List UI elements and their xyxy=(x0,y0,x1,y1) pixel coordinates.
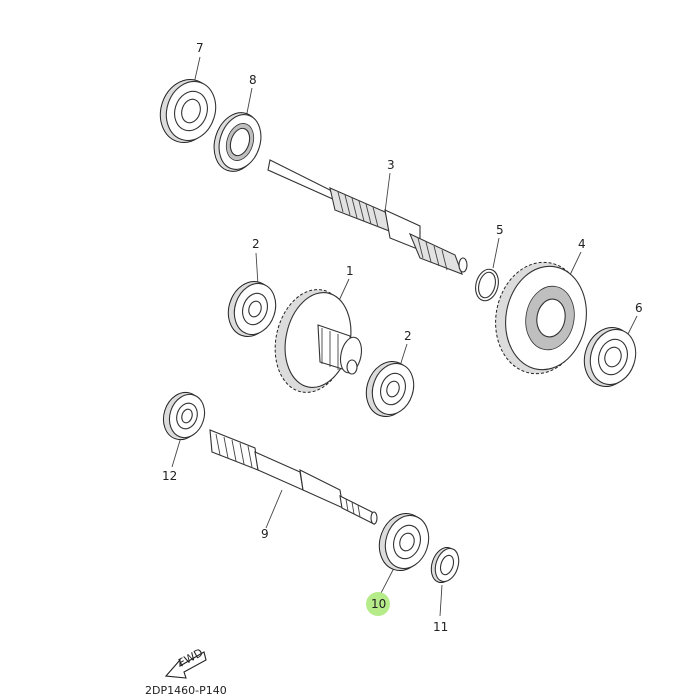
callout-3: 3 xyxy=(387,158,395,172)
callout-2-lower: 2 xyxy=(404,329,412,343)
callout-10: 10 xyxy=(371,597,386,611)
callout-7: 7 xyxy=(196,41,204,55)
callout-9: 9 xyxy=(261,527,269,541)
callout-6: 6 xyxy=(635,301,643,315)
callout-1: 1 xyxy=(346,264,354,278)
callout-5: 5 xyxy=(496,223,504,237)
footer-code: 2DP1460-P140 xyxy=(145,684,227,697)
part-1-drive-gear xyxy=(274,278,363,393)
callout-11: 11 xyxy=(433,620,448,634)
callout-8: 8 xyxy=(249,73,257,87)
part-5-circlip xyxy=(475,237,500,302)
part-7-bearing xyxy=(159,56,217,143)
part-10-bearing xyxy=(378,513,430,596)
part-3-shaft xyxy=(267,159,468,275)
callout-2-upper: 2 xyxy=(252,237,260,251)
part-12-bearing xyxy=(162,391,206,468)
fwd-arrow-icon: FWD xyxy=(164,646,207,679)
part-2-bearing-right xyxy=(365,343,415,417)
part-9-shaft xyxy=(209,429,378,529)
part-8-oil-seal xyxy=(213,87,262,172)
callout-10-highlight xyxy=(366,592,390,616)
callout-4: 4 xyxy=(578,237,586,251)
part-2-bearing-left xyxy=(227,252,277,337)
callout-12: 12 xyxy=(162,469,177,483)
part-4-gear xyxy=(495,251,587,375)
part-11-oil-seal xyxy=(430,546,460,617)
part-6-bearing xyxy=(583,315,638,387)
